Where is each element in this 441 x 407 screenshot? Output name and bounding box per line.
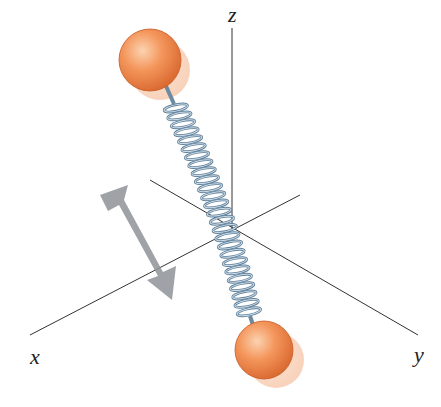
- motion-arrow: [100, 185, 176, 300]
- spring-coil: [237, 306, 262, 317]
- axis-label: z: [226, 4, 239, 26]
- axes: [30, 28, 418, 335]
- spring-stem: [166, 86, 174, 104]
- sphere: [235, 321, 293, 379]
- spring-coil: [237, 306, 262, 317]
- axis-label: x: [28, 346, 42, 368]
- axis-label: y: [412, 344, 426, 366]
- sphere: [119, 29, 181, 91]
- z-axis: [232, 28, 233, 230]
- x-axis: [30, 195, 300, 335]
- y-axis: [150, 180, 418, 335]
- spring: [163, 102, 261, 317]
